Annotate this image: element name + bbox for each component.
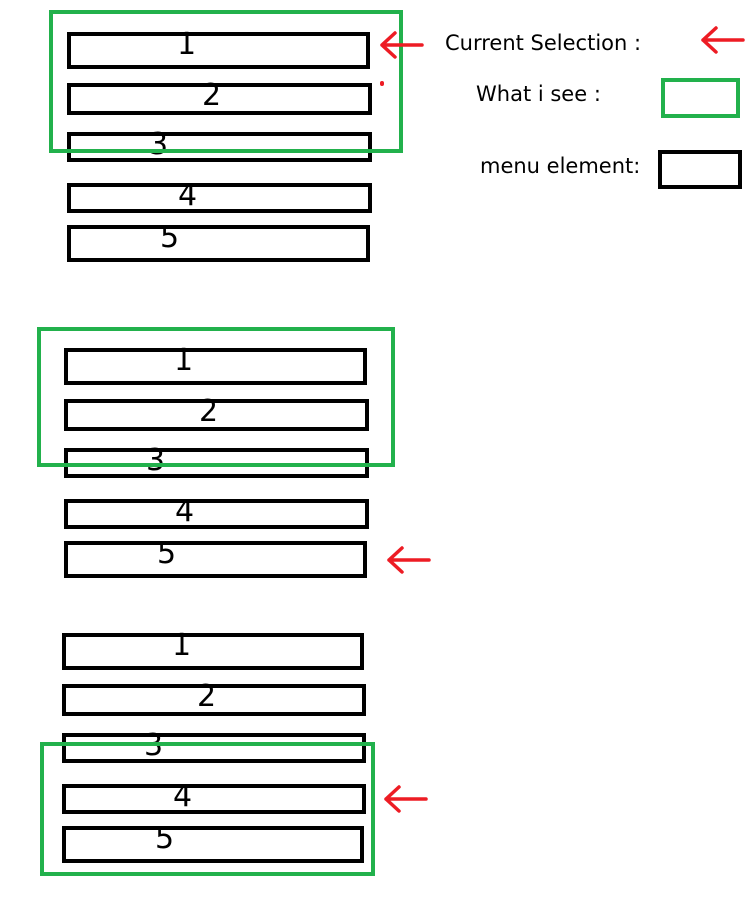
menu-element-label: 5 [157, 536, 177, 571]
menu-element-label: 1 [174, 343, 194, 378]
menu-element-label: 1 [172, 628, 192, 663]
left-arrow-icon [387, 546, 431, 574]
menu-element: 1 [67, 27, 370, 69]
menu-element-label: 4 [178, 178, 198, 213]
visible-area-box [49, 10, 403, 153]
menu-element-label: 2 [197, 679, 217, 714]
menu-element: 4 [62, 779, 366, 814]
menu-element: 4 [67, 178, 372, 213]
menu-element-label: 3 [146, 443, 166, 478]
menu-element-label: 2 [199, 394, 219, 429]
menu-element-label: 4 [175, 494, 195, 529]
menu-element: 5 [67, 220, 370, 262]
menu-element: 2 [62, 679, 366, 716]
menu-element: 5 [62, 821, 364, 863]
menu-element: 2 [67, 78, 372, 115]
menu-element-label: 2 [202, 78, 222, 113]
legend-what-i-see-label: What i see : [476, 82, 601, 106]
legend-visible-area-swatch [661, 78, 740, 118]
left-arrow-icon [701, 26, 745, 54]
menu-element-label: 4 [173, 779, 193, 814]
left-arrow-icon [384, 785, 428, 813]
menu-element-label: 5 [160, 220, 180, 255]
legend-menu-element-swatch [658, 150, 742, 189]
menu-element: 5 [64, 536, 367, 578]
legend-current-selection-label: Current Selection : [445, 31, 642, 55]
visible-area-box [40, 742, 375, 876]
legend-menu-element-label: menu element: [480, 154, 641, 178]
menu-element: 2 [64, 394, 369, 431]
menu-element: 1 [64, 343, 367, 385]
menu-element: 1 [62, 628, 364, 670]
menu-element-label: 1 [177, 27, 197, 62]
left-arrow-icon [380, 31, 424, 59]
stray-mark [380, 81, 384, 86]
menu-element-label: 5 [155, 821, 175, 856]
visible-area-box [37, 327, 395, 467]
menu-element: 4 [64, 494, 369, 529]
